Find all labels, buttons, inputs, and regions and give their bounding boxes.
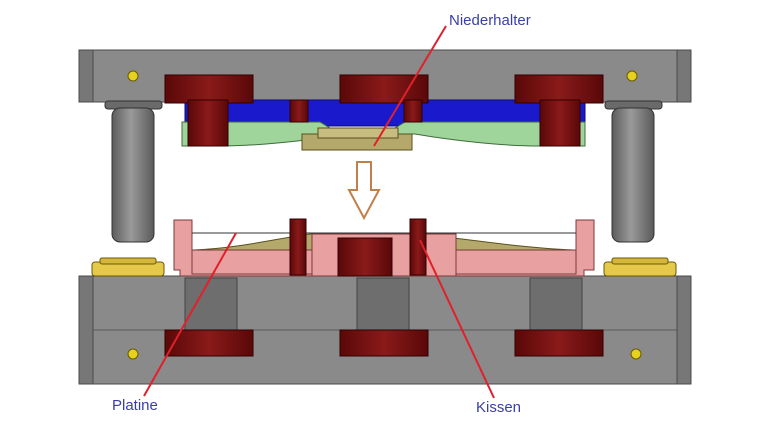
bolt-icon — [626, 70, 638, 82]
upper-red-block — [514, 74, 604, 104]
bolt-icon — [630, 348, 642, 360]
lower-red-block — [514, 329, 604, 357]
platine-leader — [143, 232, 237, 397]
niederhalter-leader — [373, 25, 447, 147]
lower-die — [78, 218, 692, 385]
guide-column-right — [611, 107, 655, 243]
bolt-icon — [127, 348, 139, 360]
bolt-icon — [127, 70, 139, 82]
lower-red-block — [164, 329, 254, 357]
niederhalter-label: Niederhalter — [449, 12, 531, 29]
upper-red-block — [164, 74, 254, 104]
upper-die — [78, 49, 692, 151]
guide-columns — [111, 107, 655, 243]
leader-lines — [143, 25, 495, 399]
lower-red-block — [339, 329, 429, 357]
kissen-leader — [419, 239, 495, 399]
platine-label: Platine — [112, 397, 158, 414]
down-arrow-icon — [347, 161, 381, 221]
guide-column-left — [111, 107, 155, 243]
kissen-label: Kissen — [476, 399, 522, 416]
